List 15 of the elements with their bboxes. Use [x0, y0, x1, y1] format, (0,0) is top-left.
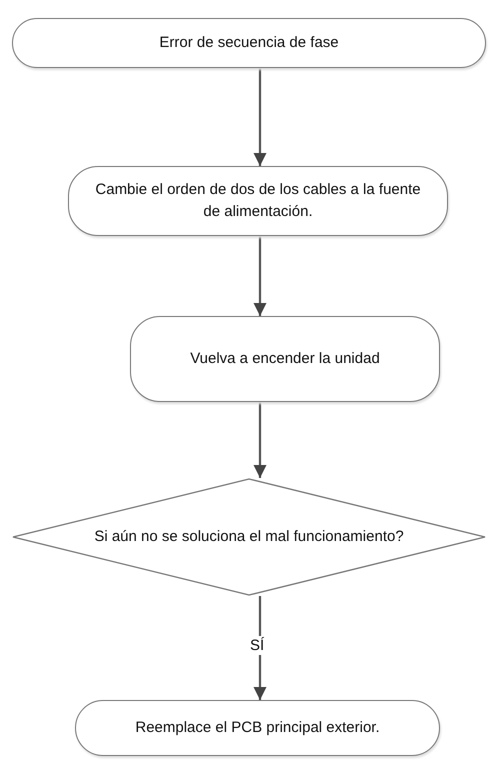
node-text: Si aún no se soluciona el mal funcionamiento?	[94, 526, 404, 547]
process-box	[68, 166, 448, 236]
process-box	[130, 316, 440, 402]
arrow	[253, 236, 267, 316]
node-text: Vuelva a encender la unidad	[190, 348, 380, 369]
arrow	[253, 68, 267, 166]
decision-diamond	[12, 478, 486, 596]
node-text: Error de secuencia de fase	[159, 32, 339, 53]
edge-label: SÍ	[248, 636, 266, 655]
arrow	[253, 402, 267, 478]
node-text: Reemplace el PCB principal exterior.	[135, 718, 380, 738]
node-text: Cambie el orden de dos de los cables a la fuente de alimentación.	[94, 180, 422, 222]
process-box	[75, 700, 440, 756]
process-box	[12, 18, 486, 68]
arrow	[253, 596, 267, 700]
